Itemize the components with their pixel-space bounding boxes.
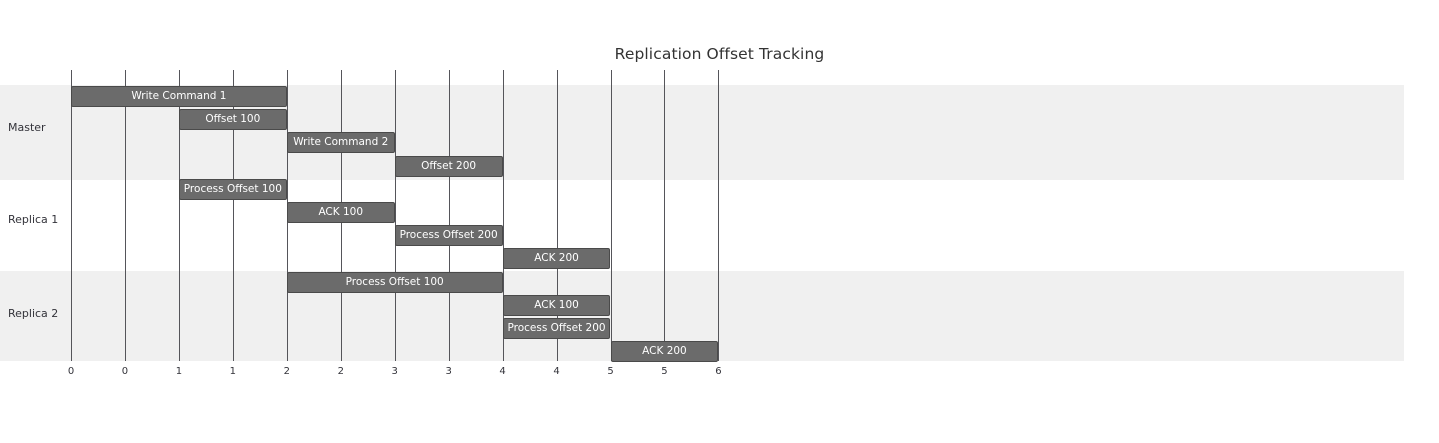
gantt-task-bar[interactable]: Process Offset 200 bbox=[502, 318, 611, 339]
grid-line bbox=[611, 70, 612, 361]
x-axis-tick-label: 1 bbox=[175, 366, 183, 377]
section-label-master: Master bbox=[8, 121, 46, 134]
grid-line bbox=[233, 70, 234, 361]
chart-title: Replication Offset Tracking bbox=[614, 45, 825, 63]
x-axis-tick-label: 0 bbox=[67, 366, 75, 377]
grid-line bbox=[125, 70, 126, 361]
x-axis-tick-label: 6 bbox=[715, 366, 722, 377]
gantt-task-bar[interactable]: Process Offset 100 bbox=[178, 178, 287, 200]
x-axis-tick-label: 3 bbox=[391, 366, 398, 377]
gantt-task-bar[interactable]: Offset 100 bbox=[178, 109, 287, 131]
grid-line bbox=[718, 70, 719, 361]
gantt-task-bar[interactable]: Offset 200 bbox=[394, 155, 503, 177]
grid-line bbox=[179, 70, 180, 361]
gantt-task-bar[interactable]: Process Offset 100 bbox=[286, 271, 503, 293]
grid-line bbox=[71, 70, 72, 361]
x-axis-tick-label: 0 bbox=[121, 366, 129, 377]
grid-line bbox=[395, 70, 396, 361]
gantt-task-bar[interactable]: ACK 100 bbox=[502, 294, 611, 316]
gantt-task-bar[interactable]: Process Offset 200 bbox=[394, 225, 503, 247]
grid-line bbox=[557, 70, 558, 361]
x-axis-tick-label: 4 bbox=[553, 366, 560, 377]
gantt-task-bar[interactable]: Write Command 2 bbox=[286, 132, 395, 154]
gantt-task-bar[interactable]: ACK 100 bbox=[286, 202, 395, 223]
grid-line bbox=[664, 70, 665, 361]
grid-line bbox=[449, 70, 450, 361]
x-axis-tick-label: 1 bbox=[229, 366, 237, 377]
gantt-task-bar[interactable]: Write Command 1 bbox=[71, 86, 287, 107]
x-axis-tick-label: 5 bbox=[607, 366, 614, 377]
x-axis-tick-label: 4 bbox=[499, 366, 506, 377]
gantt-task-bar[interactable]: ACK 200 bbox=[502, 248, 611, 270]
gantt-task-bar[interactable]: ACK 200 bbox=[610, 341, 719, 363]
x-axis-tick-label: 2 bbox=[337, 366, 344, 377]
section-label-replica-1: Replica 1 bbox=[8, 213, 59, 226]
x-axis-tick-label: 3 bbox=[445, 366, 452, 377]
grid-line bbox=[503, 70, 504, 361]
section-label-replica-2: Replica 2 bbox=[8, 307, 59, 320]
x-axis-tick-label: 5 bbox=[661, 366, 668, 377]
x-axis-tick-label: 2 bbox=[283, 366, 290, 377]
